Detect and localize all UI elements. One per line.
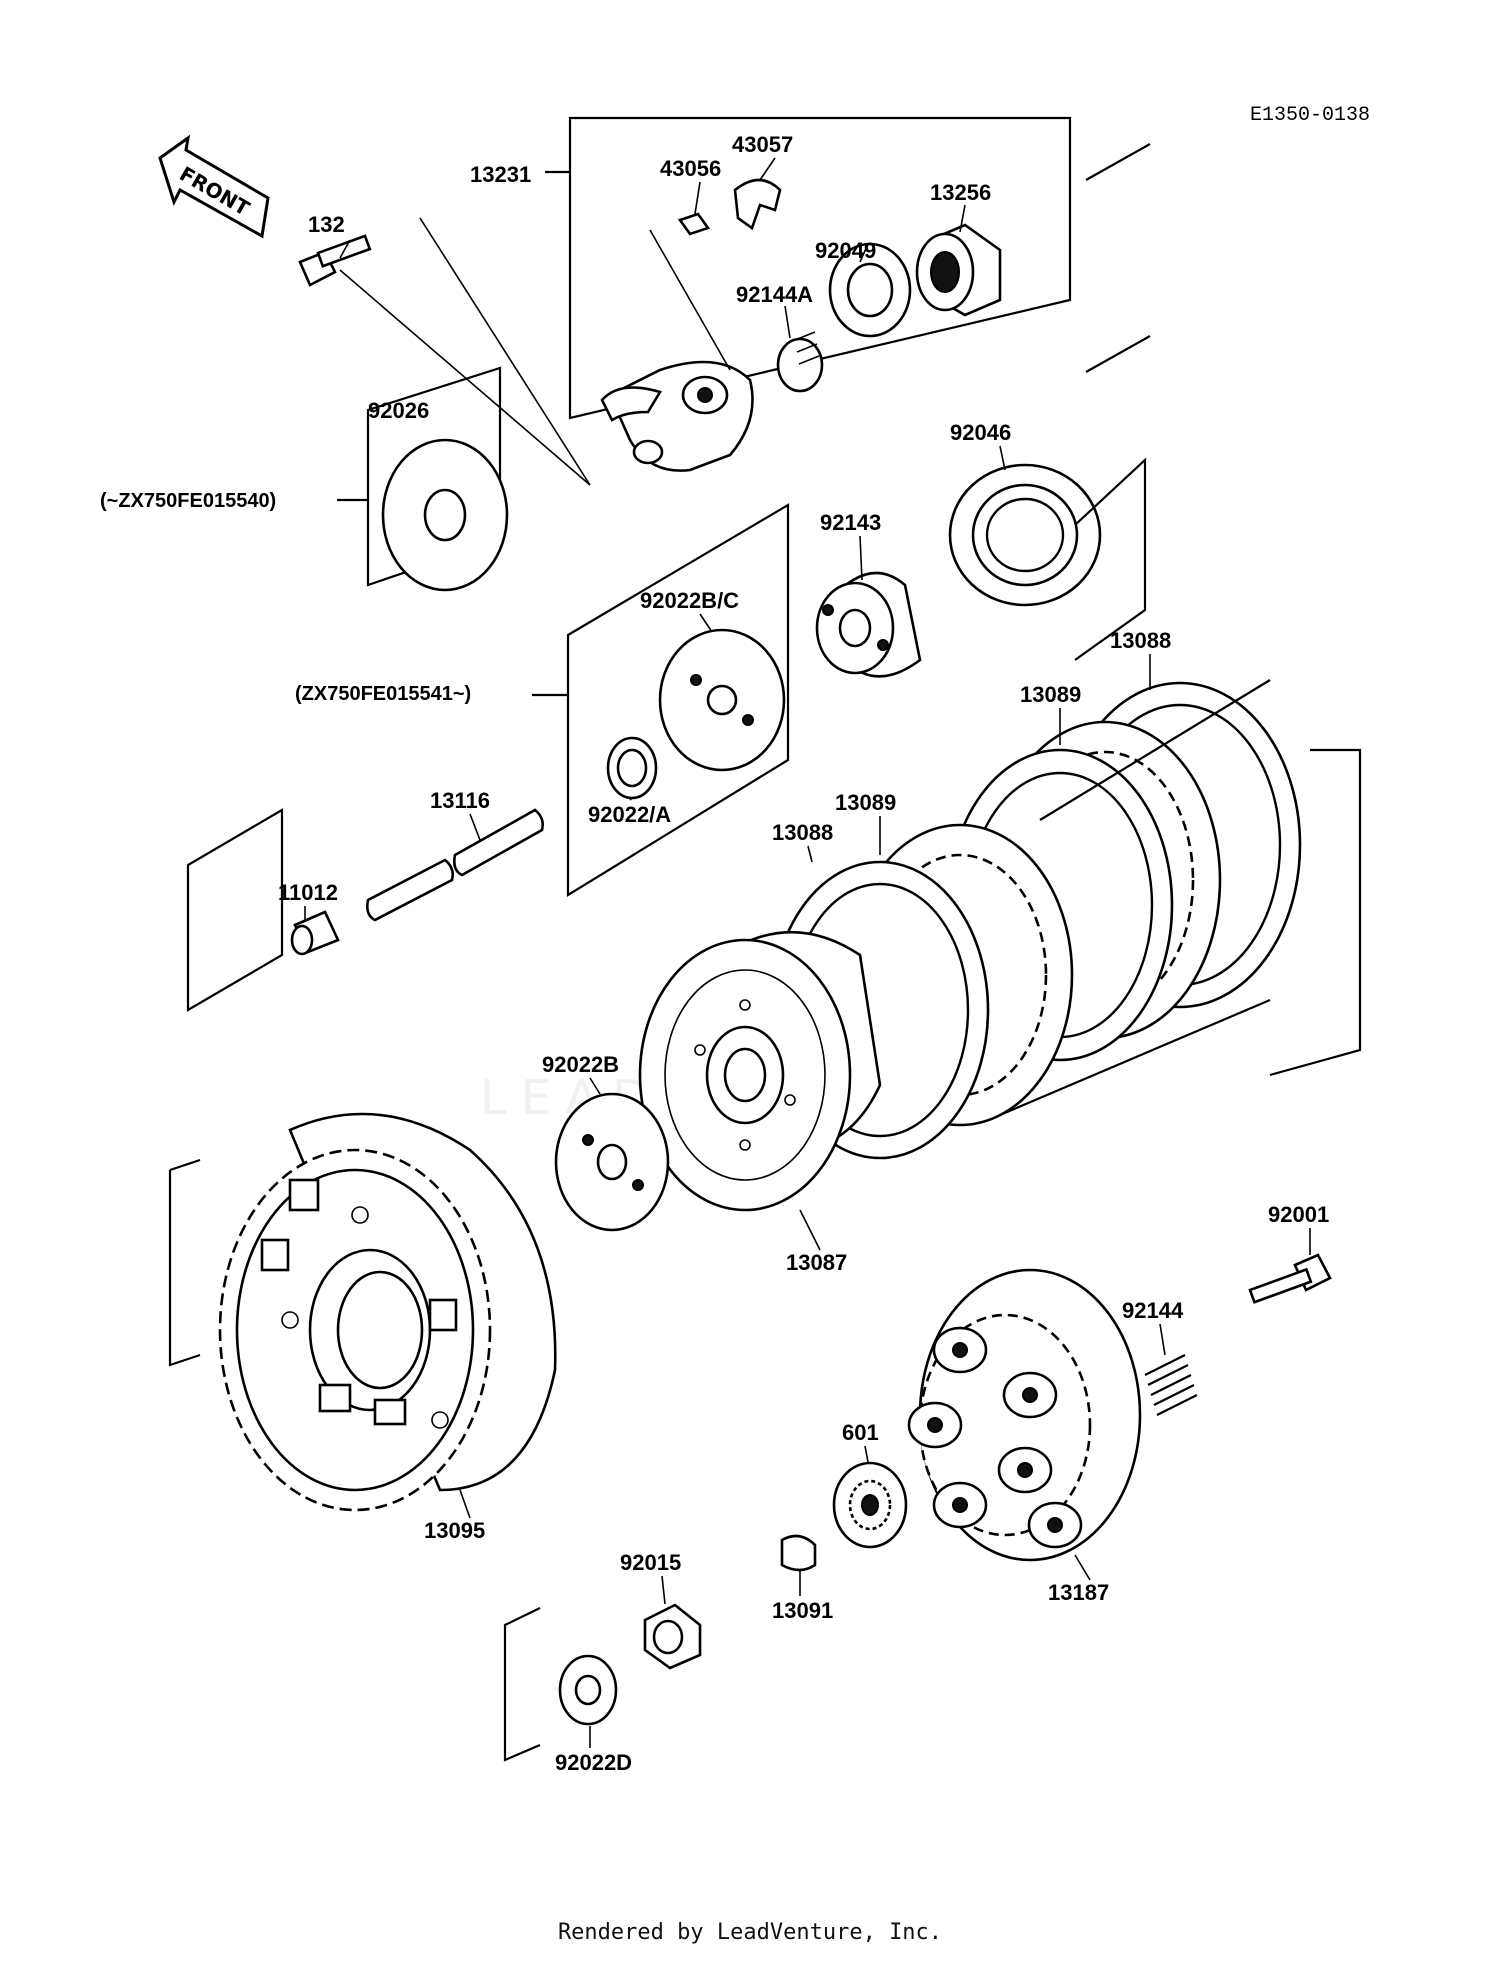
label-92046: 92046 [950,420,1011,445]
label-92144: 92144 [1122,1298,1184,1323]
leader-lines [304,157,1311,1748]
bearing-13256 [915,223,1002,317]
washer-92022b [554,1092,670,1232]
push-piece-11012 [290,910,340,956]
label-92026: 92026 [368,398,429,423]
label-601: 601 [842,1420,879,1445]
range-early: (~ZX750FE015540) [100,490,276,512]
pin-43056 [677,212,711,236]
spring-92144 [1144,1354,1198,1416]
label-132: 132 [308,212,345,237]
clip-43057 [733,178,782,231]
washer-92022d [558,1654,618,1726]
label-92143: 92143 [820,510,881,535]
footer-credit: Rendered by LeadVenture, Inc. [557,1920,943,1945]
push-rod-13116 [366,808,544,922]
label-13089-front: 13089 [835,790,896,815]
clutch-hub-13087 [638,930,882,1212]
label-13187: 13187 [1048,1580,1109,1605]
needle-bearing-92046 [948,457,1147,661]
label-13116: 13116 [430,788,490,813]
seal-92049 [828,242,912,338]
label-11012: 11012 [278,880,338,905]
label-92022b: 92022B [542,1052,619,1077]
label-92015: 92015 [620,1550,681,1575]
clutch-housing-13095 [168,1112,557,1512]
range-late: (ZX750FE015541~) [295,683,471,705]
label-13256: 13256 [930,180,991,205]
nut-92015 [643,1603,702,1670]
bolt-92001 [1248,1253,1332,1304]
label-43056: 43056 [660,156,721,181]
label-13087: 13087 [786,1250,847,1275]
label-92022d: 92022D [555,1750,632,1775]
label-43057: 43057 [732,132,793,157]
part-labels: 13231 43056 43057 13256 92049 92144A 132… [100,132,1329,1775]
release-assembly-group [545,116,1151,472]
release-lever-housing [600,360,754,472]
label-13231: 13231 [470,162,531,187]
front-arrow-icon: FRONT [158,134,270,239]
label-92022bc: 92022B/C [640,588,739,613]
washer-92026-group [337,366,509,592]
spring-92144a [776,331,824,393]
cap-13091 [780,1534,817,1572]
label-92022a: 92022/A [588,802,671,827]
label-13095: 13095 [424,1518,485,1543]
label-13088-rear: 13088 [1110,628,1171,653]
label-92049: 92049 [815,238,876,263]
label-13091: 13091 [772,1598,833,1623]
label-13088-front: 13088 [772,820,833,845]
diagram-code: E1350-0138 [1250,104,1370,127]
bearing-601 [832,1461,908,1549]
label-13089-rear: 13089 [1020,682,1081,707]
label-92144a: 92144A [736,282,813,307]
label-92001: 92001 [1268,1202,1329,1227]
push-rod-group [186,808,544,1012]
washer-late-group [532,503,790,897]
pressure-plate-13187 [907,1268,1142,1562]
collar-92143 [815,571,922,678]
